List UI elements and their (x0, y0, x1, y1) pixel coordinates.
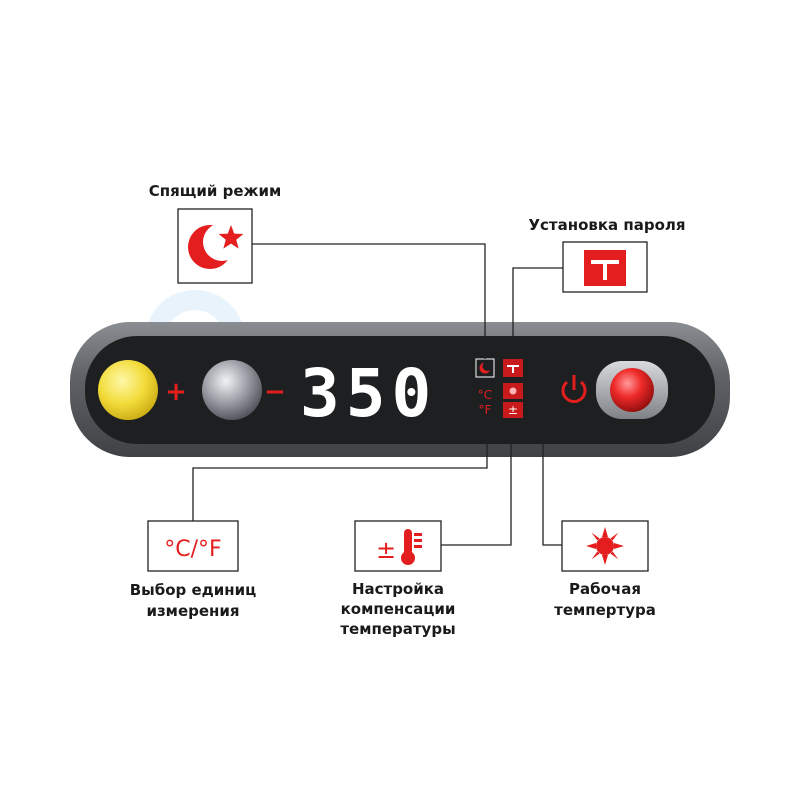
panel-comp-indicator-text: ± (508, 403, 518, 417)
compensation-icon-box (354, 520, 442, 572)
panel-units-indicator: °C (478, 388, 492, 402)
label-unit-select-2: измерения (146, 602, 239, 620)
plus-button[interactable] (98, 360, 158, 420)
celsius-fahrenheit-icon: °C/°F (164, 537, 221, 562)
password-icon (584, 250, 626, 286)
panel-comp-indicator: ± (503, 402, 523, 418)
panel-moon-indicator (475, 358, 495, 378)
label-temp-comp-1: Настройка (352, 580, 444, 598)
leader-sleep (252, 243, 486, 359)
panel-sun-indicator (503, 383, 523, 399)
minus-sign: − (264, 377, 286, 407)
panel-password-indicator (503, 359, 523, 377)
label-password-setup: Установка пароля (528, 216, 685, 234)
sun-icon (586, 527, 624, 565)
leader-lines (192, 243, 563, 546)
label-temp-comp-3: температуры (340, 620, 455, 638)
label-working-temp-1: Рабочая (569, 580, 641, 598)
leader-working (525, 390, 562, 546)
leader-password (512, 267, 563, 359)
panel-units-indicator-f: °F (479, 403, 492, 417)
moon-star-icon (188, 223, 244, 269)
leader-units (192, 416, 488, 521)
minus-button[interactable] (202, 360, 262, 420)
temperature-display: 350 (300, 355, 437, 432)
plus-minus-thermometer-icon: ± (376, 529, 422, 565)
label-temp-comp-2: компенсации (341, 600, 456, 618)
units-icon-box (147, 520, 239, 572)
label-unit-select-1: Выбор единиц (130, 581, 257, 599)
leader-comp (441, 418, 512, 546)
compensation-icon-sign: ± (376, 536, 396, 564)
label-sleep-mode: Спящий режим (149, 182, 281, 200)
plus-sign: + (165, 377, 187, 407)
power-icon (561, 375, 587, 403)
label-working-temp-2: темпертура (554, 601, 656, 619)
power-button[interactable] (596, 361, 668, 419)
